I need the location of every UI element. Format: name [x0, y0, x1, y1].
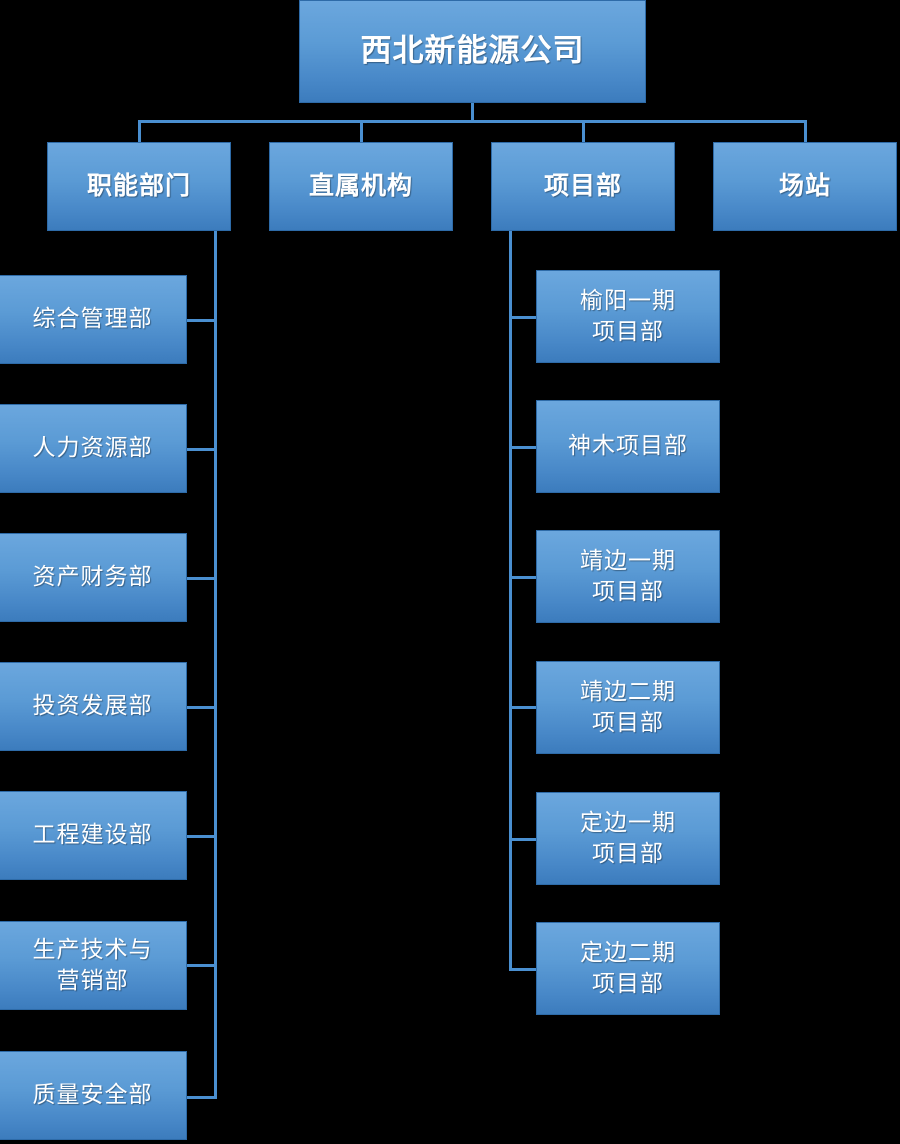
connector-stub-department-6 — [187, 964, 217, 967]
org-node-stations-label: 场站 — [778, 173, 831, 200]
org-node-project-1-label: 榆阳一期项目部 — [580, 288, 676, 344]
org-node-project-2-label: 神木项目部 — [568, 433, 688, 459]
org-node-department-1-label: 综合管理部 — [32, 306, 153, 332]
connector-stub-department-5 — [187, 835, 217, 838]
connector-spine-projects — [509, 231, 512, 971]
connector-stub-project-2 — [509, 446, 539, 449]
org-node-project-1[interactable]: 榆阳一期项目部 — [536, 270, 720, 363]
org-node-department-7-label: 质量安全部 — [32, 1082, 153, 1108]
org-node-department-5[interactable]: 工程建设部 — [0, 791, 187, 880]
connector-stub-project-5 — [509, 838, 539, 841]
org-node-department-4[interactable]: 投资发展部 — [0, 662, 187, 751]
org-node-project-3-label: 靖边一期项目部 — [580, 548, 676, 604]
connector-root-stem — [471, 103, 474, 122]
org-node-department-3-label: 资产财务部 — [32, 564, 153, 590]
connector-stub-department-7 — [187, 1096, 217, 1099]
org-node-department-5-label: 工程建设部 — [32, 822, 153, 848]
org-node-department-3[interactable]: 资产财务部 — [0, 533, 187, 622]
connector-stub-project-1 — [509, 316, 539, 319]
org-node-department-2-label: 人力资源部 — [32, 435, 153, 461]
org-node-project-5[interactable]: 定边一期项目部 — [536, 792, 720, 885]
org-node-functional-departments-label: 职能部门 — [86, 173, 191, 200]
connector-stub-department-2 — [187, 448, 217, 451]
org-node-project-6[interactable]: 定边二期项目部 — [536, 922, 720, 1015]
connector-stub-project-6 — [509, 968, 539, 971]
connector-stub-department-1 — [187, 319, 217, 322]
org-node-project-5-label: 定边一期项目部 — [580, 810, 676, 866]
org-node-project-4-label: 靖边二期项目部 — [580, 679, 676, 735]
org-node-root-label: 西北新能源公司 — [360, 33, 585, 69]
org-node-project-4[interactable]: 靖边二期项目部 — [536, 661, 720, 754]
org-node-project-2[interactable]: 神木项目部 — [536, 400, 720, 493]
org-node-project-6-label: 定边二期项目部 — [580, 940, 676, 996]
org-node-project-departments-label: 项目部 — [543, 173, 622, 200]
org-node-department-2[interactable]: 人力资源部 — [0, 404, 187, 493]
connector-stub-department-3 — [187, 577, 217, 580]
connector-stub-project-4 — [509, 706, 539, 709]
org-node-department-6[interactable]: 生产技术与营销部 — [0, 921, 187, 1010]
connector-drop-level2-2 — [360, 120, 363, 142]
connector-stub-project-3 — [509, 576, 539, 579]
connector-spine-functional — [214, 231, 217, 1099]
org-node-stations[interactable]: 场站 — [713, 142, 897, 231]
org-node-root[interactable]: 西北新能源公司 — [299, 0, 646, 103]
org-node-functional-departments[interactable]: 职能部门 — [47, 142, 231, 231]
connector-drop-level2-4 — [804, 120, 807, 142]
org-node-department-1[interactable]: 综合管理部 — [0, 275, 187, 364]
org-node-department-6-label: 生产技术与营销部 — [32, 937, 153, 993]
connector-drop-level2-1 — [138, 120, 141, 142]
org-node-project-departments[interactable]: 项目部 — [491, 142, 675, 231]
connector-level2-bus — [139, 120, 807, 123]
connector-stub-department-4 — [187, 706, 217, 709]
org-node-direct-institutions-label: 直属机构 — [308, 173, 413, 200]
connector-drop-level2-3 — [582, 120, 585, 142]
org-node-project-3[interactable]: 靖边一期项目部 — [536, 530, 720, 623]
org-node-department-4-label: 投资发展部 — [32, 693, 153, 719]
org-node-direct-institutions[interactable]: 直属机构 — [269, 142, 453, 231]
org-node-department-7[interactable]: 质量安全部 — [0, 1051, 187, 1140]
